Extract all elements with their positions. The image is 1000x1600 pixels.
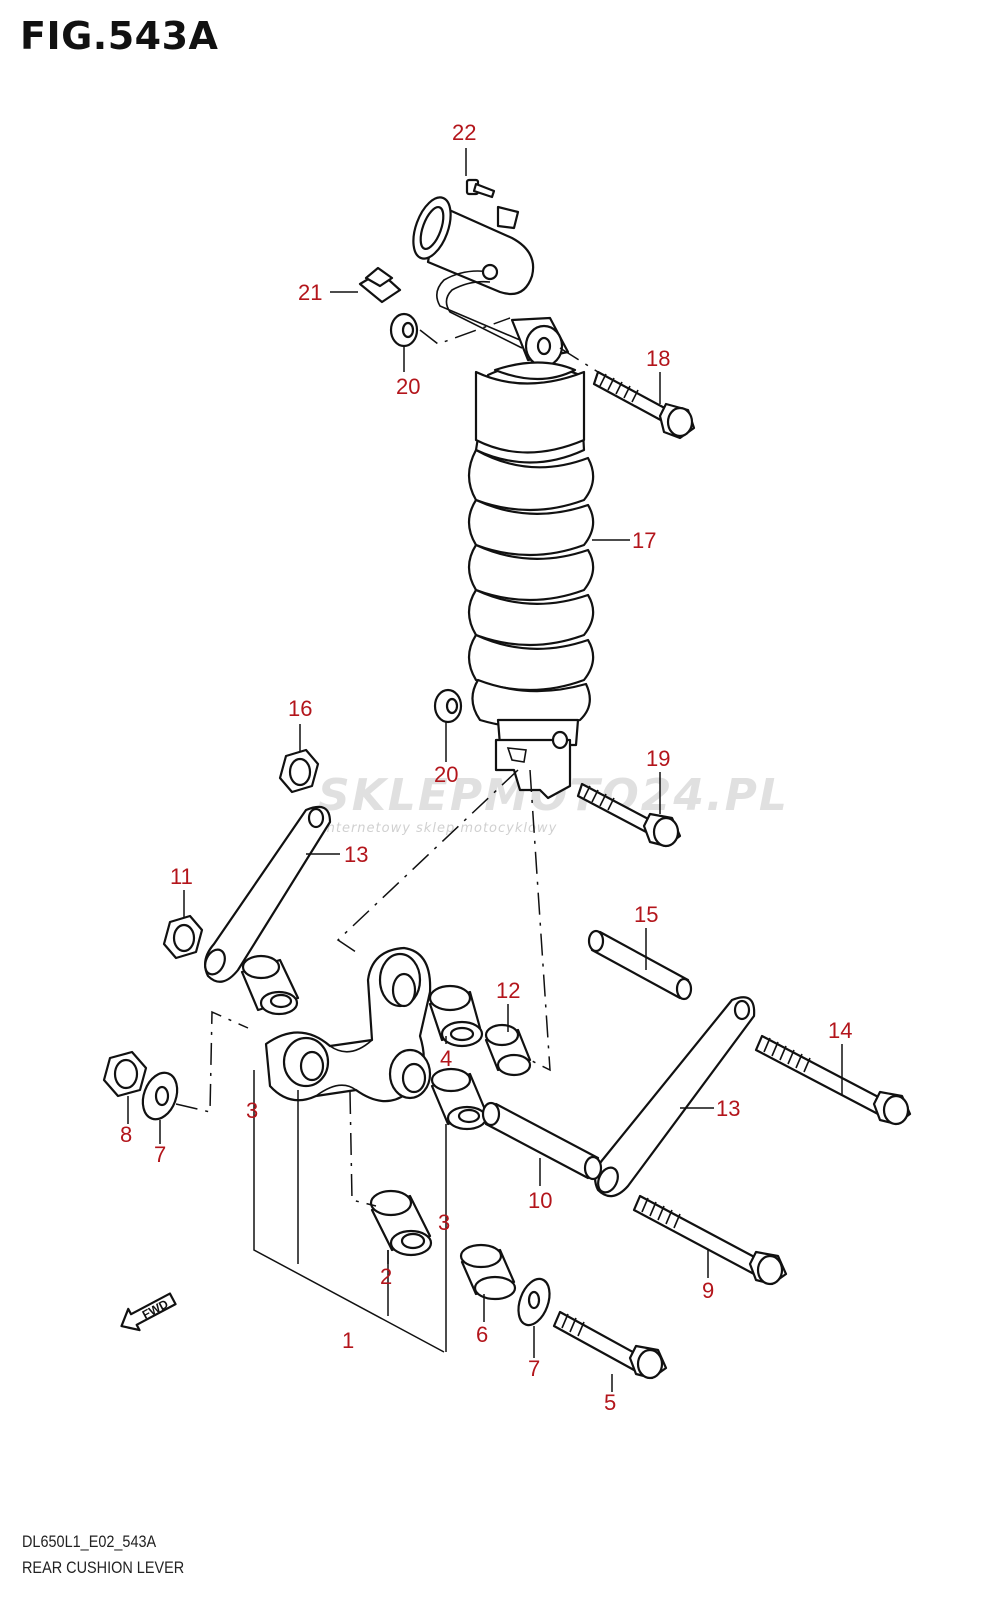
- nut-11-icon: [162, 914, 204, 960]
- watermark-tagline: internetowy sklep motocyklowy: [322, 821, 557, 836]
- diagram-name: REAR CUSHION LEVER: [22, 1558, 185, 1577]
- shock-absorber-icon: [467, 316, 595, 800]
- callout-21: 21: [298, 280, 322, 305]
- callout-16: 16: [288, 696, 312, 721]
- callout-10: 10: [528, 1188, 552, 1213]
- nut-16-icon: [278, 748, 320, 794]
- washer-7-left-icon: [141, 1071, 179, 1121]
- callout-22: 22: [452, 120, 476, 145]
- callout-6: 6: [476, 1322, 488, 1347]
- rod-13-left-icon: [203, 805, 332, 983]
- bushing-3-upper-icon: [240, 954, 300, 1016]
- callout-18: 18: [646, 346, 670, 371]
- bushing-3-right-icon: [430, 1067, 488, 1131]
- callout-5: 5: [604, 1390, 616, 1415]
- callout-7-lower: 7: [528, 1356, 540, 1381]
- bolt-19-icon: [576, 782, 682, 848]
- model-code: DL650L1_E02_543A: [22, 1532, 157, 1551]
- cushion-lever-icon: [264, 946, 432, 1103]
- bushing-4-icon: [428, 984, 484, 1048]
- bolt-22-icon: [465, 178, 496, 199]
- dash-line-upper: [419, 317, 511, 345]
- callout-19: 19: [646, 746, 670, 771]
- collar-6-icon: [459, 1243, 517, 1301]
- callout-13-left: 13: [344, 842, 368, 867]
- bolt-14-icon: [754, 1034, 912, 1126]
- leader-lines: [127, 148, 843, 1392]
- pin-15-icon: [587, 929, 693, 1001]
- callout-20-upper: 20: [396, 374, 420, 399]
- callout-14: 14: [828, 1018, 852, 1043]
- callout-3-left: 3: [246, 1098, 258, 1123]
- bolt-9-icon: [632, 1194, 788, 1286]
- bushing-12-icon: [484, 1023, 532, 1077]
- callout-20-lower: 20: [434, 762, 458, 787]
- bolt-5-icon: [552, 1310, 668, 1380]
- dash-line-shock-lever: [336, 769, 519, 953]
- fwd-arrow-icon: FWD: [120, 1292, 177, 1332]
- reservoir-assembly: [358, 178, 535, 349]
- callout-17: 17: [632, 528, 656, 553]
- dash-line-18: [559, 347, 599, 373]
- figure-title: FIG.543A: [20, 14, 219, 58]
- callout-4: 4: [440, 1046, 452, 1071]
- callout-13-right: 13: [716, 1096, 740, 1121]
- dash-line-shock-bushing: [529, 769, 551, 1072]
- washer-7-lower-icon: [517, 1277, 551, 1327]
- washer-20-upper-icon: [389, 312, 419, 348]
- nut-8-icon: [102, 1050, 148, 1098]
- callout-1: 1: [342, 1328, 354, 1353]
- callout-11: 11: [170, 864, 193, 889]
- callout-12: 12: [496, 978, 520, 1003]
- pin-10-icon: [481, 1101, 603, 1181]
- callout-3-right: 3: [438, 1210, 450, 1235]
- callout-numbers: 22 21 20 18 17 16 20 19 13 11 15 12 4 14…: [120, 120, 852, 1415]
- callout-15: 15: [634, 902, 658, 927]
- callout-7-left: 7: [154, 1142, 166, 1167]
- callout-9: 9: [702, 1278, 714, 1303]
- dash-line-left: [175, 1010, 249, 1113]
- bolt-18-icon: [592, 370, 696, 440]
- callout-8: 8: [120, 1122, 132, 1147]
- callout-2: 2: [380, 1264, 392, 1289]
- washer-20-lower-icon: [433, 688, 463, 724]
- bearing-2-icon: [369, 1189, 433, 1257]
